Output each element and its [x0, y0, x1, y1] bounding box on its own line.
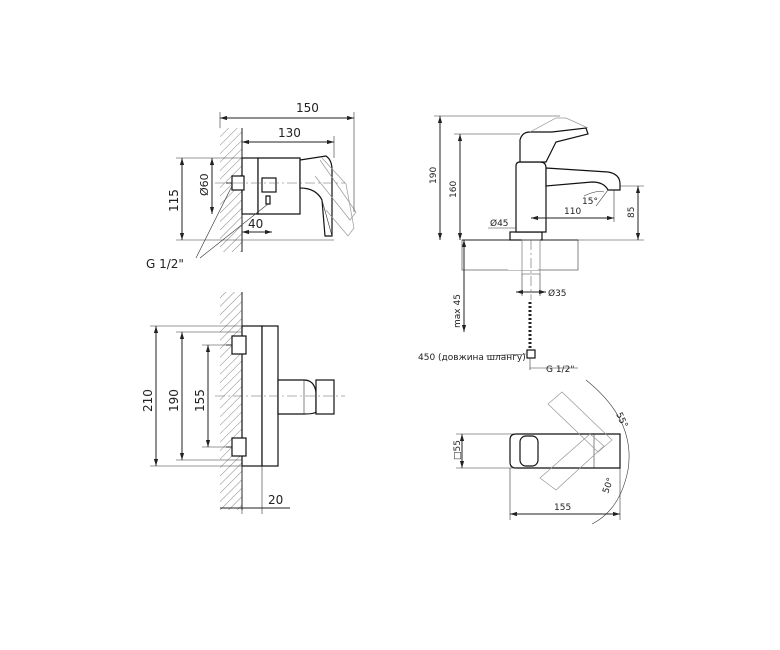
dim-50-angle-label: 50°: [601, 477, 616, 495]
top-handle-base: [519, 435, 539, 467]
mixer-lever: [299, 155, 333, 237]
lever-raised-outline: [321, 157, 355, 237]
dim-d45-label: Ø45: [490, 218, 509, 229]
dim-top-155-label: 155: [554, 503, 571, 513]
angle-line: [595, 189, 609, 207]
front-lever-end: [315, 379, 335, 415]
handle-rotated-left: [547, 391, 613, 453]
dim-160-label: 160: [449, 181, 459, 198]
basin-spout: [545, 167, 621, 191]
dim-190-label: 190: [167, 389, 181, 412]
wall-hatch: [220, 128, 242, 252]
dim-115-label: 115: [167, 189, 181, 212]
outlet-connector: [265, 195, 271, 205]
base-flange: [509, 231, 543, 241]
hose-nut: [526, 349, 536, 359]
hose-leader: [485, 353, 527, 357]
basin-mixer-top-view: 55° 50° □55 155: [453, 379, 630, 525]
dim-155-label: 155: [193, 389, 207, 412]
dim-210-label: 210: [141, 389, 155, 412]
shower-mixer-side-view: 150 130 115 Ø60 40 G 1/2": [146, 101, 357, 271]
dim-20-label: 20: [268, 493, 283, 507]
top-eccentric: [231, 335, 247, 355]
dim-max45-label: max 45: [453, 294, 463, 328]
front-lever: [277, 379, 317, 415]
g-leader-2: [199, 203, 269, 259]
dim-sq55-label: □55: [453, 440, 463, 460]
dim-d35-label: Ø35: [548, 288, 567, 299]
front-wall-hatch: [220, 292, 242, 510]
body-nut: [261, 177, 277, 193]
bottom-eccentric: [231, 437, 247, 457]
dim-150-label: 150: [296, 101, 319, 115]
dim-55-angle-label: 55°: [613, 411, 629, 430]
handle-raised-ghost: [529, 117, 589, 133]
basin-body: [515, 161, 547, 233]
handle-rotated-right: [539, 433, 605, 491]
basin-thread-label: G 1/2": [546, 365, 574, 375]
shower-mixer-front-view: 210 190 155 20: [141, 292, 345, 514]
dim-85-label: 85: [627, 207, 637, 218]
basin-mixer-side-view: 190 160 Ø45 110 15° 85 Ø35 max 45 450 (д…: [418, 115, 644, 375]
hose-length-label: 450 (довжина шлангу): [418, 353, 526, 363]
side-thread-label: G 1/2": [146, 257, 184, 271]
lever-raised-ghost: [314, 159, 357, 221]
dim-d60-label: Ø60: [198, 173, 211, 196]
dim-angle-label: 15°: [582, 197, 598, 207]
dim-130-label: 130: [278, 126, 301, 140]
lever-edge: [321, 199, 333, 237]
dim-basin-190-label: 190: [429, 167, 439, 184]
arc-55: [585, 379, 630, 471]
angle-arc: [583, 191, 605, 197]
countertop-hole: [508, 240, 538, 270]
dim-40-label: 40: [248, 217, 263, 231]
dim-110-label: 110: [564, 207, 581, 217]
arc-50: [591, 469, 629, 525]
basin-handle: [519, 127, 589, 163]
g-leader-1: [195, 185, 233, 259]
